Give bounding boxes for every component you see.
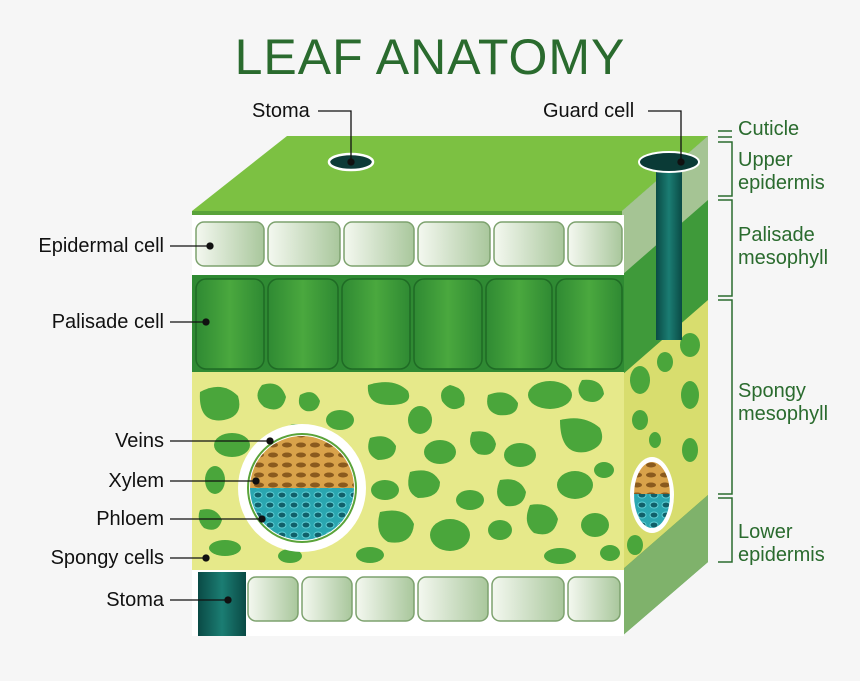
side-face-lower: [622, 495, 708, 636]
side-spongy-cells: [627, 333, 700, 555]
layer-label-spongy-line1: Spongy: [738, 380, 806, 402]
layer-label-lower-line1: Lower: [738, 521, 793, 543]
label-xylem: Xylem: [108, 470, 164, 492]
label-palisade-cell: Palisade cell: [51, 311, 164, 333]
vein-side: [630, 457, 674, 533]
leader-lines: [170, 110, 685, 604]
label-spongy-cells: Spongy cells: [50, 547, 164, 569]
lower-stoma-tube: [198, 572, 246, 636]
layer-label-upper-epidermis-line1: Upper: [738, 149, 793, 171]
layer-label-lower-epidermis: Lower epidermis: [738, 521, 825, 567]
layer-label-upper-epidermis-line2: epidermis: [738, 172, 825, 194]
layer-label-spongy-line2: mesophyll: [738, 403, 829, 425]
guard-cell-tube: [638, 151, 700, 340]
palisade-cells: [195, 278, 623, 370]
label-phloem: Phloem: [96, 508, 164, 530]
label-veins: Veins: [115, 430, 164, 452]
label-guard-cell: Guard cell: [543, 100, 635, 122]
layer-label-spongy-mesophyll: Spongy mesophyll: [738, 380, 828, 426]
upper-epidermal-cells: [195, 221, 623, 267]
layer-label-palisade-mesophyll: Palisade mesophyll: [738, 224, 828, 270]
label-epidermal-cell: Epidermal cell: [38, 235, 164, 257]
layer-label-cuticle: Cuticle: [738, 118, 800, 140]
lower-epidermal-cells: [247, 576, 621, 622]
page-title: LEAF ANATOMY: [234, 29, 626, 85]
layer-label-palisade-line2: mesophyll: [738, 247, 829, 269]
label-stoma-top: Stoma: [252, 100, 310, 122]
vein-front: [238, 424, 366, 552]
top-face-cuticle: [192, 136, 708, 211]
spongy-cells: [198, 379, 620, 564]
layer-label-upper-epidermis: Upper epidermis: [738, 149, 825, 195]
layer-label-lower-line2: epidermis: [738, 544, 825, 566]
layer-bracket: [718, 130, 733, 563]
layer-label-palisade-line1: Palisade: [738, 224, 815, 246]
label-stoma-bottom: Stoma: [106, 589, 164, 611]
